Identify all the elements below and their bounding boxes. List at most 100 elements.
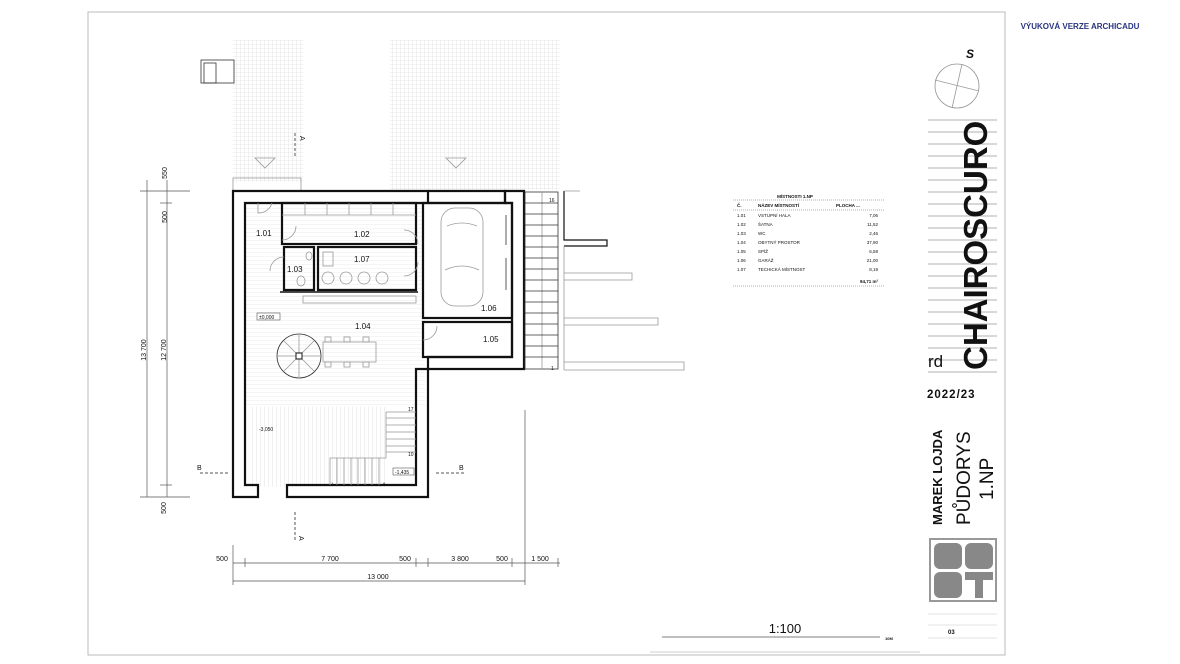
garage-room	[421, 201, 514, 320]
toilet-icon	[296, 275, 306, 287]
svg-text:VSTUPNÍ HALA: VSTUPNÍ HALA	[758, 212, 791, 218]
scale-bar-end: 10M	[885, 636, 893, 641]
north-arrow-icon: S	[934, 47, 980, 109]
terrace-right	[390, 40, 560, 190]
wc-room	[282, 245, 316, 292]
exterior-stair	[524, 191, 559, 370]
room-label: 1.05	[483, 335, 499, 344]
svg-text:7,06: 7,06	[869, 213, 878, 218]
project-year: 2022/23	[927, 389, 976, 401]
room-label: 1.06	[481, 304, 497, 313]
door-swings	[257, 202, 438, 341]
svg-text:B: B	[459, 465, 464, 472]
svg-text:1.04: 1.04	[737, 240, 746, 245]
school-logo	[929, 538, 997, 602]
svg-text:1 500: 1 500	[531, 556, 549, 563]
level-basement: -3,050	[259, 427, 273, 433]
watermark-label: VÝUKOVÁ VERZE ARCHICADU	[1021, 22, 1140, 31]
svg-text:500: 500	[162, 211, 169, 223]
svg-text:A: A	[298, 136, 305, 141]
svg-text:PLOCHA ...: PLOCHA ...	[836, 203, 860, 208]
svg-text:NÁZEV MÍSTNOSTÍ: NÁZEV MÍSTNOSTÍ	[758, 201, 800, 208]
stair-number: 9	[383, 481, 386, 486]
mailbox-icon	[200, 59, 235, 84]
room-table-total: 94,71 m²	[860, 279, 879, 284]
table-row: 1.01 VSTUPNÍ HALA 7,06	[737, 212, 878, 218]
svg-text:2,46: 2,46	[869, 231, 878, 236]
terrace-left	[233, 40, 303, 182]
room-label: 1.04	[355, 322, 371, 331]
svg-text:13 000: 13 000	[367, 574, 389, 581]
floor-finish	[245, 203, 425, 408]
basement-void	[250, 407, 386, 487]
svg-text:500: 500	[216, 556, 228, 563]
svg-text:500: 500	[496, 556, 508, 563]
drawing-title: PŮDORYS	[953, 431, 975, 525]
svg-text:TECHICKÁ MÍSTNOST: TECHICKÁ MÍSTNOST	[758, 266, 806, 272]
svg-text:A: A	[297, 536, 304, 541]
svg-text:11,52: 11,52	[867, 222, 878, 227]
slope-arrow-icon	[445, 157, 467, 169]
level-ground: ±0,000	[259, 315, 274, 321]
basement-stair	[329, 411, 416, 485]
stair-number: 16	[549, 198, 555, 204]
stair-number: 10	[408, 452, 414, 458]
dimension-bottom: 500 7 700 500 3 800 500 1 500 13 000	[216, 410, 560, 585]
svg-text:13 700: 13 700	[141, 339, 148, 361]
room-label: 1.01	[256, 229, 272, 238]
table-row: 1.04 OBYTNÝ PROSTOR 37,90	[737, 239, 878, 245]
stair-number: 1	[331, 481, 334, 486]
svg-text:37,90: 37,90	[867, 240, 879, 245]
svg-text:1.07: 1.07	[737, 267, 746, 272]
stair-number: 17	[408, 407, 414, 413]
level-landing: -1,435	[395, 470, 409, 476]
section-mark-b-left: B	[197, 465, 228, 474]
table-row: 1.02 ŠATNA 11,52	[737, 221, 878, 227]
spiral-staircase	[276, 333, 322, 379]
table-row: 1.03 WC 2,46	[737, 231, 878, 236]
room-label: 1.07	[354, 255, 370, 264]
section-mark-a-bottom: A	[294, 512, 304, 541]
stair-number: 1	[551, 366, 554, 372]
dimension-left: 550 500 13 700 12 700 500	[140, 167, 190, 514]
tank-icons	[321, 251, 389, 285]
svg-text:500: 500	[161, 502, 168, 514]
retaining-walls	[563, 190, 685, 371]
wall-east	[426, 189, 526, 371]
svg-text:WC: WC	[758, 231, 766, 236]
table-row: 1.07 TECHICKÁ MÍSTNOST 8,19	[737, 266, 878, 272]
slope-arrow-icon	[254, 157, 276, 169]
svg-text:ŠATNA: ŠATNA	[758, 221, 773, 227]
svg-text:8,19: 8,19	[869, 267, 878, 272]
svg-text:21,00: 21,00	[867, 258, 879, 263]
sheet-number: 03	[948, 630, 955, 636]
svg-text:1.01: 1.01	[737, 213, 746, 218]
section-mark-a-top: A	[294, 133, 305, 158]
svg-text:1.02: 1.02	[737, 222, 746, 227]
room-table: MÍSTNOSTI 1.NP Č. NÁZEV MÍSTNOSTÍ PLOCHA…	[733, 192, 885, 287]
svg-text:OBYTNÝ PROSTOR: OBYTNÝ PROSTOR	[758, 239, 801, 245]
svg-text:1.06: 1.06	[737, 258, 746, 263]
wall-garage-north	[428, 189, 507, 205]
section-mark-b-right: B	[436, 465, 464, 474]
pantry-room	[421, 320, 514, 359]
room-label: 1.02	[354, 230, 370, 239]
svg-text:550: 550	[162, 167, 169, 179]
svg-text:3 800: 3 800	[451, 556, 469, 563]
room-table-title: MÍSTNOSTI 1.NP	[777, 192, 813, 199]
author-name: MAREK LOJDA	[930, 429, 945, 525]
project-name: CHAIROSCURO	[957, 121, 994, 370]
wall-south	[285, 367, 430, 499]
floor-label: 1.NP	[977, 458, 998, 500]
kitchen-counter	[302, 295, 417, 304]
scale-label: 1:100	[769, 621, 802, 636]
svg-text:Č.: Č.	[737, 202, 742, 208]
dining-table	[322, 336, 377, 368]
title-block: S CHAIROSCURO rd 2022/23 MAREK LOJDA PŮD…	[927, 47, 998, 639]
svg-text:B: B	[197, 465, 202, 472]
svg-text:SPÍŽ: SPÍŽ	[758, 247, 768, 254]
svg-text:1.03: 1.03	[737, 231, 746, 236]
